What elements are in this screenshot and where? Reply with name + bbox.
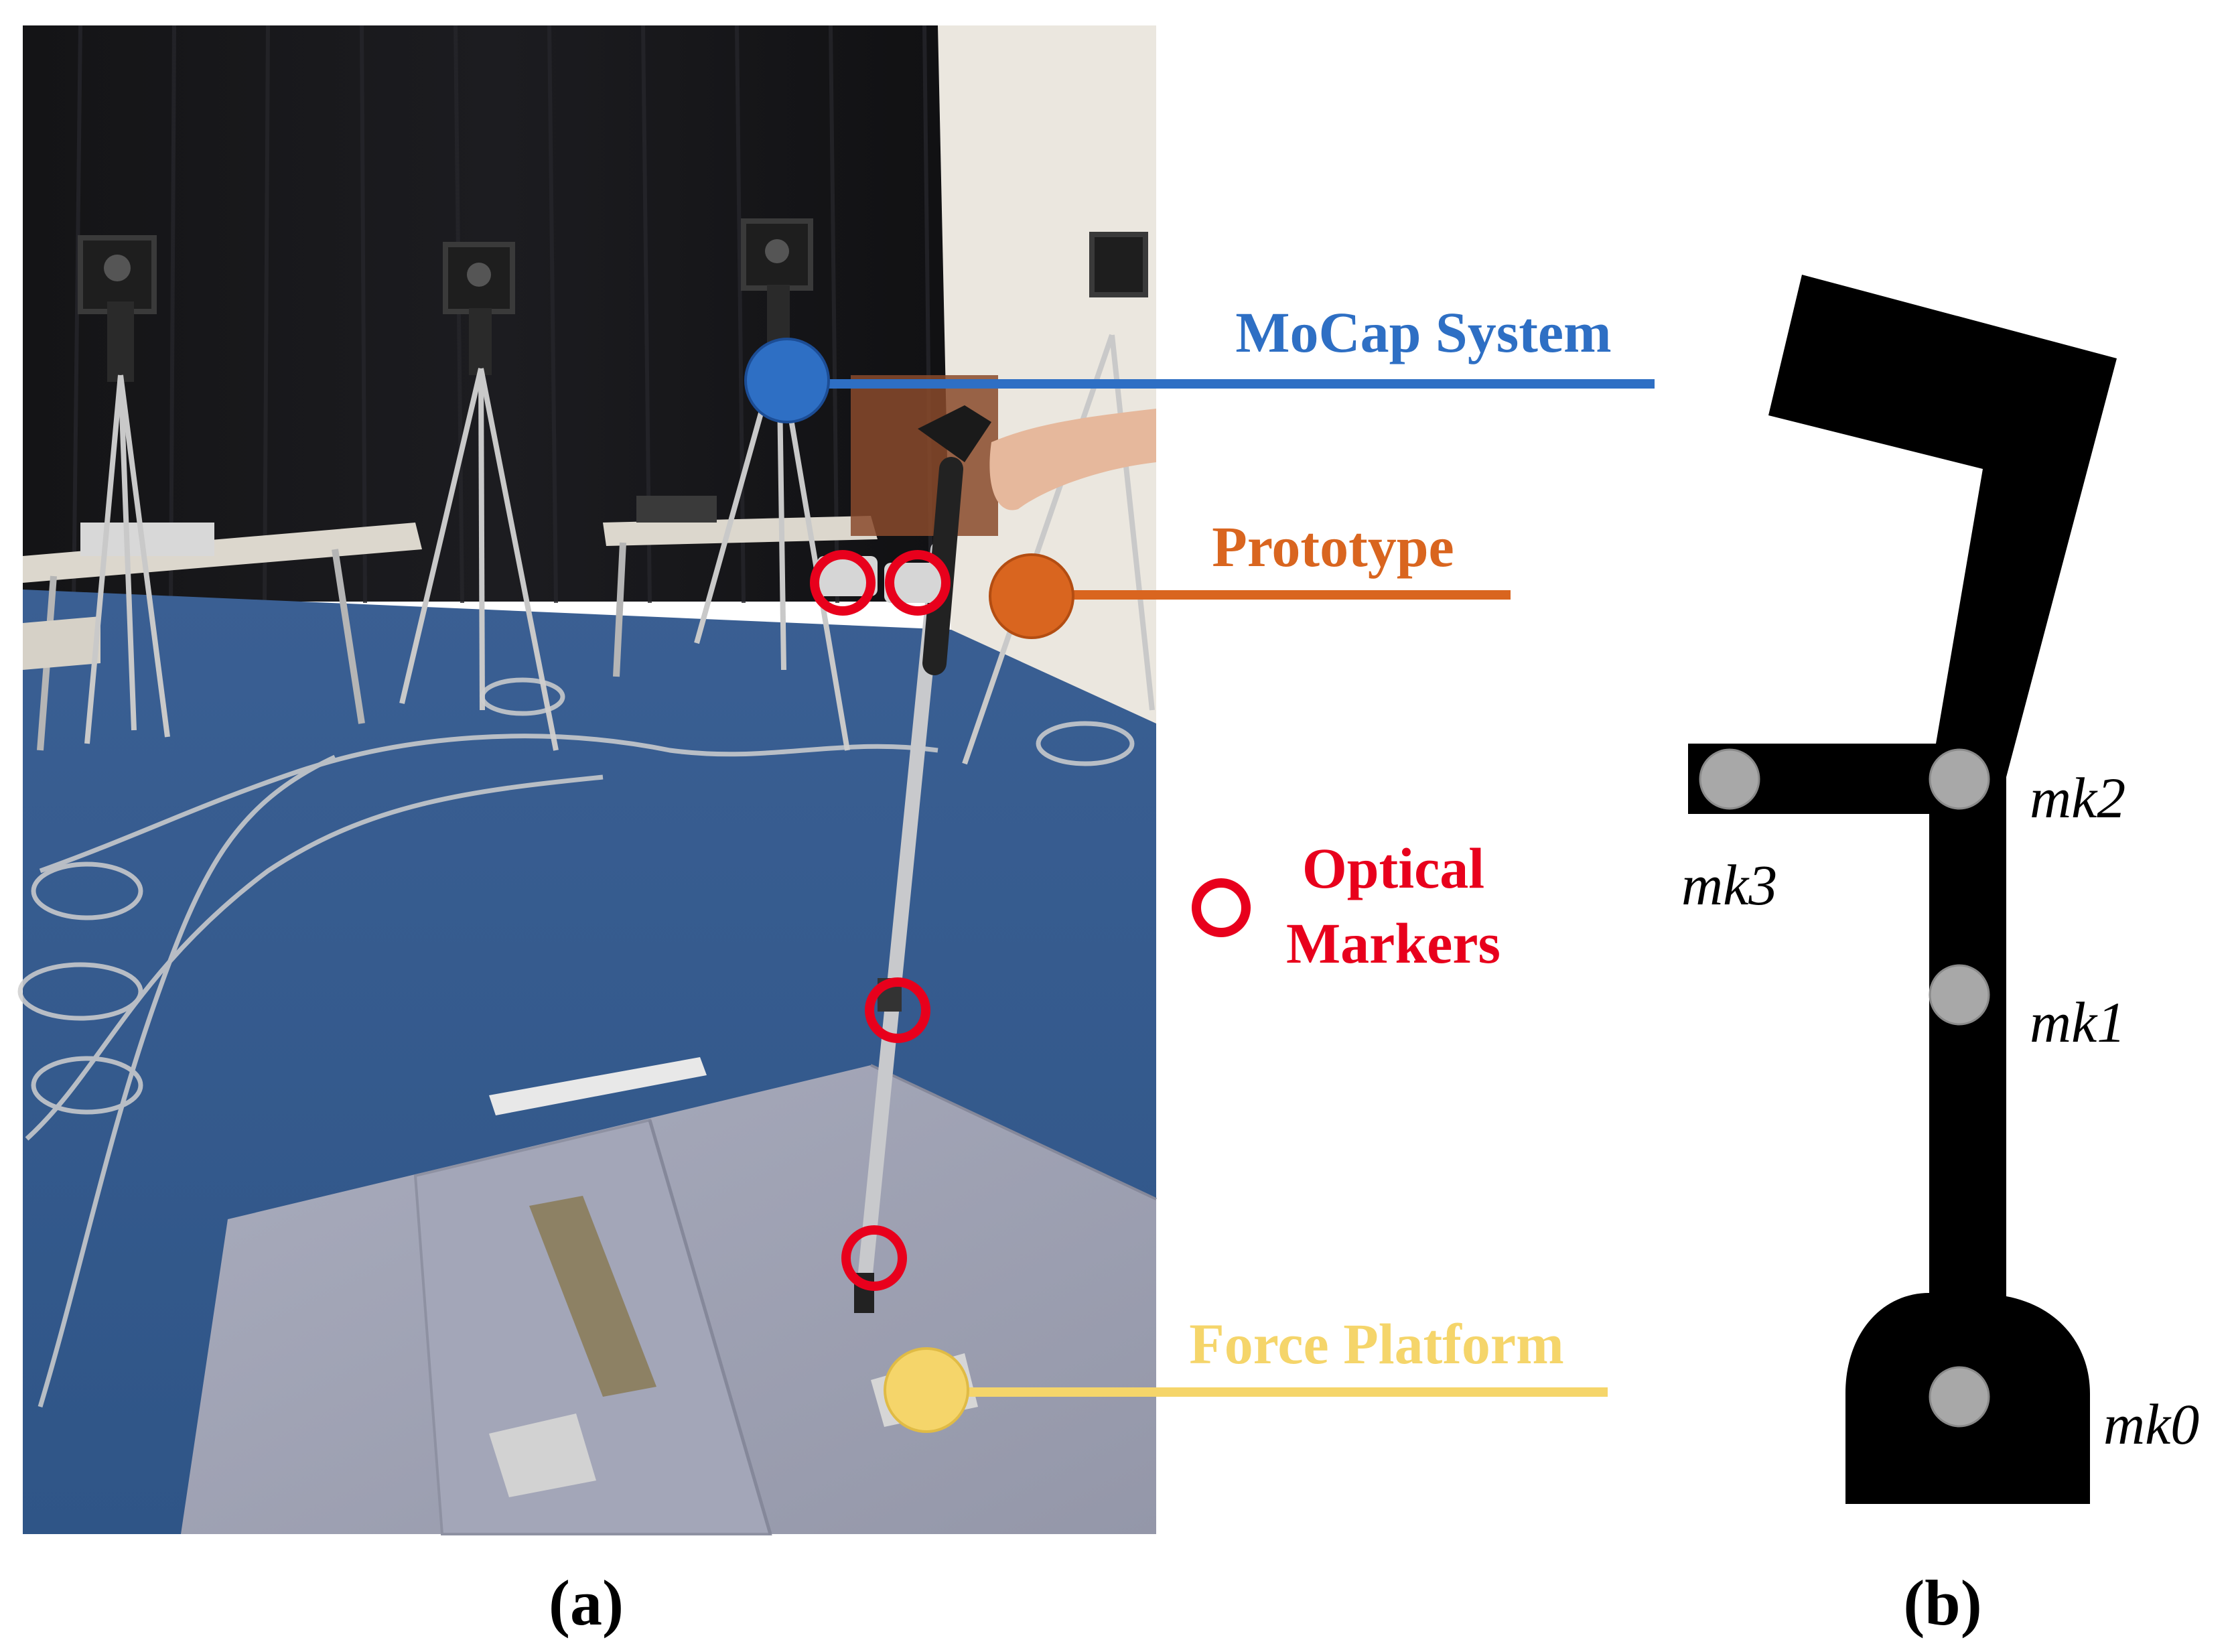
mk1-dot xyxy=(1929,964,1990,1026)
optical-markers-legend-ring xyxy=(1192,878,1251,937)
panel-a-photo xyxy=(17,25,1157,1535)
force-platform-label: Force Platform xyxy=(1189,1312,1564,1376)
annotation-optical-markers: Optical Markers xyxy=(1192,836,1500,975)
mk0-dot xyxy=(1929,1366,1990,1428)
optical-markers-label-line2: Markers xyxy=(1286,911,1500,975)
mk2-label: mk2 xyxy=(2030,766,2125,830)
force-dot xyxy=(884,1347,969,1433)
prototype-label: Prototype xyxy=(1212,514,1454,579)
optical-markers-label-line1: Optical xyxy=(1302,836,1484,900)
mk3-dot xyxy=(1699,748,1760,810)
marker-ring-2 xyxy=(885,550,951,616)
schematic-markers xyxy=(1699,748,1990,1428)
mk1-label: mk1 xyxy=(2030,990,2125,1054)
marker-ring-0 xyxy=(841,1225,907,1291)
mk0-label: mk0 xyxy=(2103,1392,2199,1456)
annotation-mocap: MoCap System xyxy=(744,300,1655,423)
mocap-cameras xyxy=(78,218,1155,765)
marker-ring-3 xyxy=(810,550,876,616)
floor-tape xyxy=(489,1057,707,1115)
camera-2 xyxy=(399,242,559,751)
caption-b: (b) xyxy=(1903,1567,1981,1639)
floor-cables xyxy=(17,677,1135,1408)
mk3-label: mk3 xyxy=(1681,853,1777,917)
mk2-dot xyxy=(1929,748,1990,810)
optical-marker-rings xyxy=(810,550,951,1291)
hand xyxy=(989,409,1156,510)
panel-b-schematic: mk0 mk1 mk2 mk3 xyxy=(1681,275,2199,1504)
annotation-prototype: Prototype xyxy=(989,514,1511,639)
camera-1 xyxy=(78,235,170,744)
camera-4 xyxy=(962,232,1155,765)
crutch-silhouette xyxy=(1688,275,2117,1504)
annotation-force-platform: Force Platform xyxy=(884,1312,1608,1433)
prototype-dot xyxy=(989,553,1074,639)
caption-a: (a) xyxy=(549,1567,624,1639)
mocap-dot xyxy=(744,338,830,423)
marker-ring-1 xyxy=(865,977,930,1043)
mocap-label: MoCap System xyxy=(1235,300,1611,364)
